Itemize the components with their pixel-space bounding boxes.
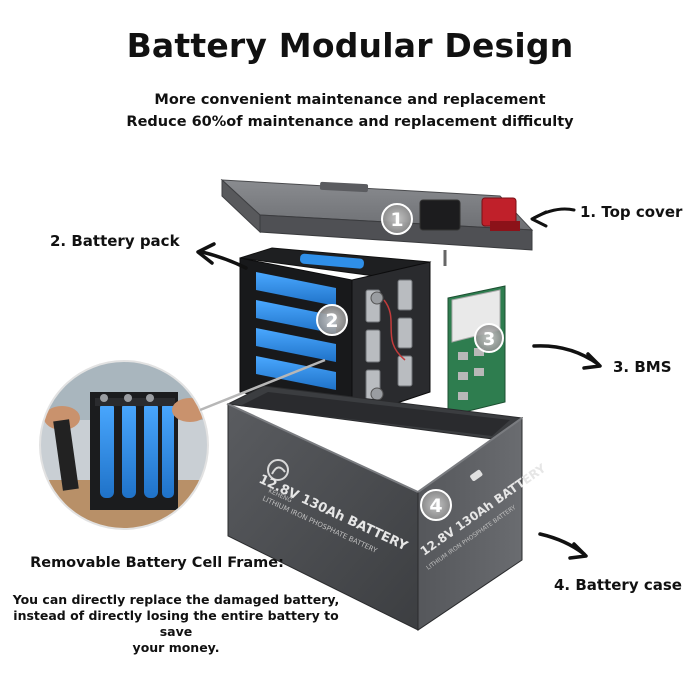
label-battery-case: 4. Battery case: [554, 576, 682, 594]
arrow-top-cover: [530, 207, 576, 228]
badge-1: 1: [381, 203, 413, 235]
cell-frame-inset: [39, 360, 209, 530]
arrow-battery-pack: [196, 242, 248, 270]
page-title: Battery Modular Design: [126, 26, 574, 65]
arrow-battery-case: [538, 532, 588, 560]
label-battery-pack: 2. Battery pack: [50, 232, 180, 250]
frame-note-line-2: instead of directly losing the entire ba…: [13, 608, 339, 639]
inset-pointer-line: [199, 358, 326, 412]
label-top-cover: 1. Top cover: [580, 203, 683, 221]
badge-1-number: 1: [390, 209, 403, 231]
brand-logo-icon: [267, 459, 289, 481]
badge-4-number: 4: [429, 495, 442, 517]
badge-3: 3: [474, 323, 504, 353]
cell-stack: [256, 272, 336, 390]
label-bms: 3. BMS: [613, 358, 672, 376]
subtitle-line-2: Reduce 60%of maintenance and replacement…: [126, 114, 574, 130]
subtitle-line-1: More convenient maintenance and replacem…: [154, 92, 546, 108]
black-terminal-icon: [419, 199, 461, 231]
arrow-bms: [532, 344, 602, 370]
top-cover: [220, 178, 534, 266]
badge-3-number: 3: [483, 329, 496, 350]
battery-pack: [239, 247, 432, 419]
frame-note-title: Removable Battery Cell Frame:: [30, 555, 284, 571]
frame-note-line-3: your money.: [132, 640, 220, 655]
badge-2-number: 2: [325, 310, 338, 332]
battery-case: KEHENG 12.8V 130Ah BATTERY LITHIUM IRON …: [226, 385, 549, 631]
frame-note-description: You can directly replace the damaged bat…: [6, 592, 346, 656]
badge-2: 2: [316, 304, 348, 336]
frame-note-line-1: You can directly replace the damaged bat…: [12, 592, 340, 607]
badge-4: 4: [420, 489, 452, 521]
